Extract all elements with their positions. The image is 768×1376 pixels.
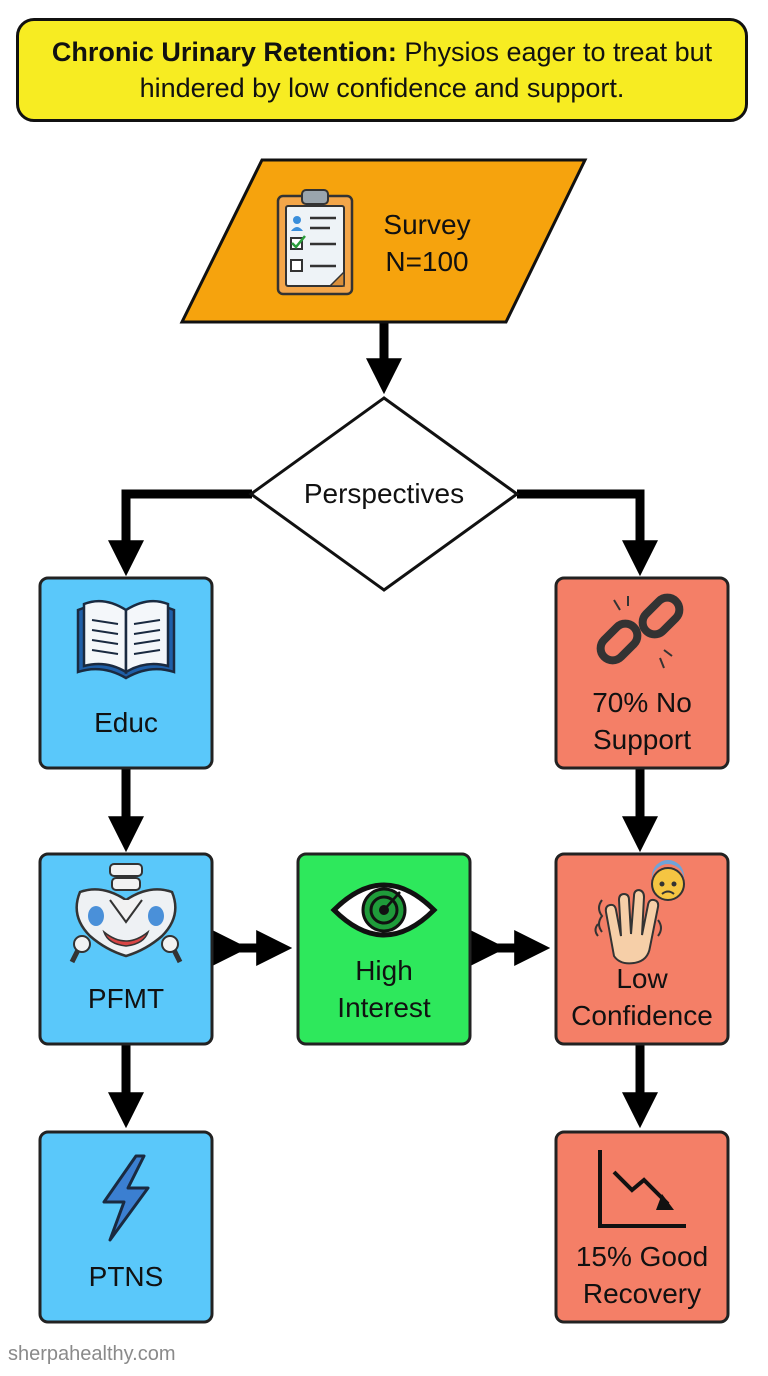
watermark: sherpahealthy.com: [8, 1343, 176, 1365]
educ-label: Educ: [94, 707, 158, 738]
title-bold: Chronic Urinary Retention:: [51, 37, 397, 67]
eye-target-icon: [330, 882, 438, 938]
connectors: [108, 322, 658, 1129]
perspectives-label: Perspectives: [303, 478, 465, 509]
high-interest-line1: High: [355, 955, 413, 986]
shaking-hand-icon: [594, 860, 685, 965]
ptns-label: PTNS: [88, 1261, 164, 1292]
pfmt-label: PFMT: [87, 983, 165, 1014]
no-support-line1: 70% No: [592, 687, 692, 718]
ptns-node: [38, 1130, 214, 1324]
no-support-node: [554, 576, 730, 770]
arrow-perspectives-nosupport: [517, 489, 658, 577]
low-confidence-line2: Confidence: [571, 1000, 713, 1031]
page-title: Chronic Urinary Retention: Physios eager…: [33, 34, 731, 106]
survey-label-line2: N=100: [385, 246, 469, 277]
arrow-perspectives-educ: [108, 489, 252, 577]
no-support-label: 70% No Support: [556, 684, 728, 758]
perspectives-node: [248, 396, 520, 592]
survey-label: Survey N=100: [352, 206, 502, 280]
declining-chart-icon: [598, 1150, 686, 1228]
title-rest: Physios eager to treat but hindered by l…: [139, 37, 713, 103]
broken-chain-icon: [596, 593, 684, 669]
no-support-line2: Support: [592, 724, 692, 755]
good-recovery-label: 15% Good Recovery: [556, 1238, 728, 1312]
low-confidence-label: Low Confidence: [556, 960, 728, 1034]
book-icon: [76, 599, 176, 680]
good-recovery-line1: 15% Good: [575, 1241, 709, 1272]
title-banner: Chronic Urinary Retention: Physios eager…: [16, 18, 748, 122]
high-interest-label: High Interest: [298, 952, 470, 1026]
good-recovery-line2: Recovery: [582, 1278, 702, 1309]
low-confidence-line1: Low: [616, 963, 668, 994]
pelvis-icon: [69, 863, 183, 964]
survey-label-line1: Survey: [383, 209, 471, 240]
lightning-icon: [102, 1154, 150, 1242]
high-interest-line2: Interest: [337, 992, 431, 1023]
clipboard-icon: [276, 189, 354, 296]
